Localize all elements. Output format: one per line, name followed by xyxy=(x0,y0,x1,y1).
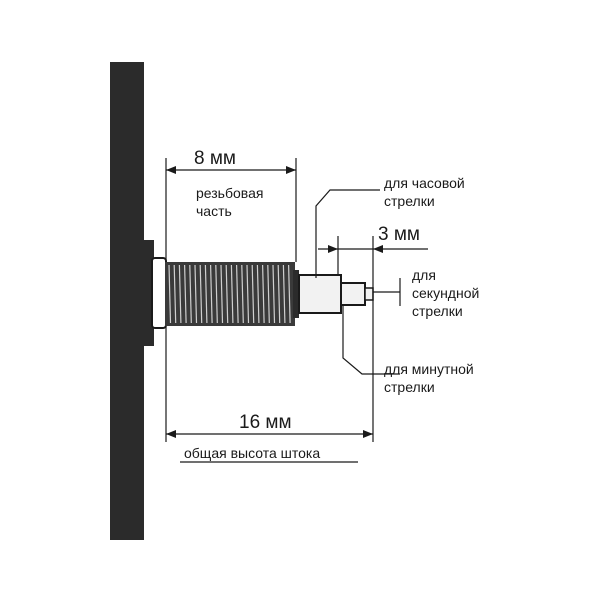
base-nut xyxy=(138,240,154,346)
leader-hour xyxy=(315,189,380,278)
thread-ridge xyxy=(204,264,208,324)
thread-ridge xyxy=(288,264,291,324)
thread-end xyxy=(293,270,299,318)
thread-ridge xyxy=(173,264,177,324)
thread-ridge xyxy=(215,264,218,324)
thread-ridge xyxy=(251,264,255,324)
leader-minute xyxy=(342,305,400,375)
second-pin xyxy=(364,287,374,301)
thread-ridge xyxy=(282,264,286,324)
hour-sleeve xyxy=(298,274,342,314)
thread-ridge xyxy=(241,264,244,324)
thread-ridge xyxy=(220,264,224,324)
thread-ridge xyxy=(272,264,276,324)
thread-ridge xyxy=(194,264,198,324)
arrow-16mm-right xyxy=(363,430,373,438)
label-thread-part: резьбовая часть xyxy=(196,185,264,219)
thread-ridge xyxy=(199,264,203,324)
thread-ridge xyxy=(256,264,260,324)
dim-tip-length: 3 мм xyxy=(378,224,420,245)
arrow-16mm-left xyxy=(166,430,176,438)
dim-total-height: 16 мм xyxy=(239,412,292,433)
thread-ridge xyxy=(267,264,270,324)
thread-ridge xyxy=(236,264,239,324)
arrow-3mm-left xyxy=(328,245,338,253)
thread-ridge xyxy=(168,264,172,324)
arrow-3mm-right xyxy=(373,245,383,253)
thread-ridge xyxy=(262,264,265,324)
thread-ridge xyxy=(189,264,192,324)
label-minute-hand: для минутной стрелки xyxy=(384,361,474,395)
dim-thread-length: 8 мм xyxy=(194,148,236,169)
arrow-8mm-left xyxy=(166,166,176,174)
label-second-hand: для секундной стрелки xyxy=(412,267,480,319)
minute-sleeve xyxy=(340,282,366,306)
base-washer xyxy=(151,257,167,329)
thread-lines xyxy=(168,264,291,324)
arrow-8mm-right xyxy=(286,166,296,174)
thread-ridge xyxy=(277,264,281,324)
thread-ridge xyxy=(210,264,213,324)
label-hour-hand: для часовой стрелки xyxy=(384,175,465,209)
thread-ridge xyxy=(178,264,182,324)
label-total-height: общая высота штока xyxy=(184,445,321,461)
thread-ridge xyxy=(184,264,187,324)
thread-ridge xyxy=(230,264,234,324)
thread-ridge xyxy=(246,264,250,324)
thread-ridge xyxy=(225,264,229,324)
